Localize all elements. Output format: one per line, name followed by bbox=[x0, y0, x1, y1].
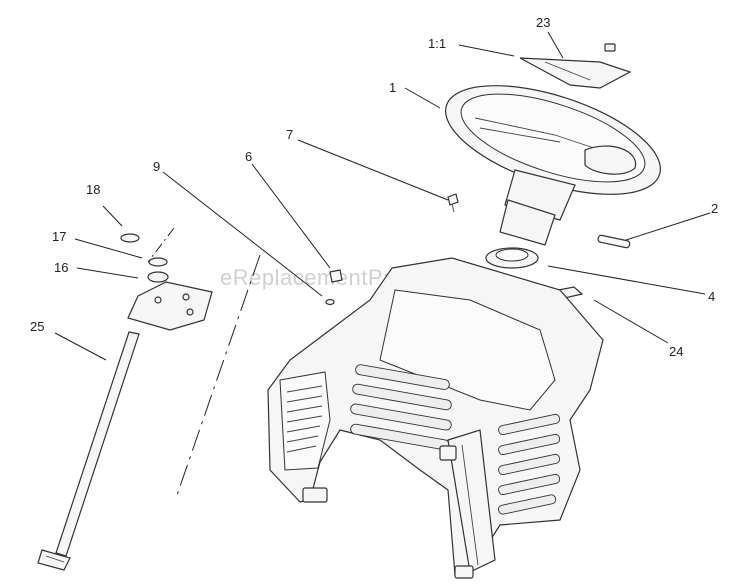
centerline-upper bbox=[147, 227, 175, 263]
bushing bbox=[485, 247, 539, 269]
dash-housing bbox=[267, 257, 604, 579]
callout-2: 2 bbox=[711, 201, 718, 216]
callout-4: 4 bbox=[708, 289, 715, 304]
cap-clip bbox=[604, 43, 616, 52]
washer bbox=[325, 298, 335, 306]
callout-25: 25 bbox=[30, 319, 44, 334]
callout-1-1: 1:1 bbox=[428, 36, 446, 51]
callout-17: 17 bbox=[52, 229, 66, 244]
callout-6: 6 bbox=[245, 149, 252, 164]
steering-wheel-cap bbox=[519, 57, 632, 89]
centerline-lower bbox=[175, 254, 261, 499]
bearing bbox=[147, 271, 169, 283]
roll-pin bbox=[597, 234, 631, 249]
callout-24: 24 bbox=[669, 344, 683, 359]
callout-18: 18 bbox=[86, 182, 100, 197]
steering-shaft bbox=[37, 331, 140, 571]
callout-23: 23 bbox=[536, 15, 550, 30]
callout-16: 16 bbox=[54, 260, 68, 275]
leader-lines bbox=[54, 31, 711, 361]
callout-7: 7 bbox=[286, 127, 293, 142]
nut bbox=[329, 269, 343, 283]
spring-washer bbox=[148, 257, 168, 267]
callout-1: 1 bbox=[389, 80, 396, 95]
screw bbox=[447, 193, 459, 213]
steering-wheel bbox=[445, 85, 661, 246]
retaining-ring bbox=[120, 233, 140, 243]
callout-9: 9 bbox=[153, 159, 160, 174]
mounting-plate bbox=[127, 281, 213, 331]
